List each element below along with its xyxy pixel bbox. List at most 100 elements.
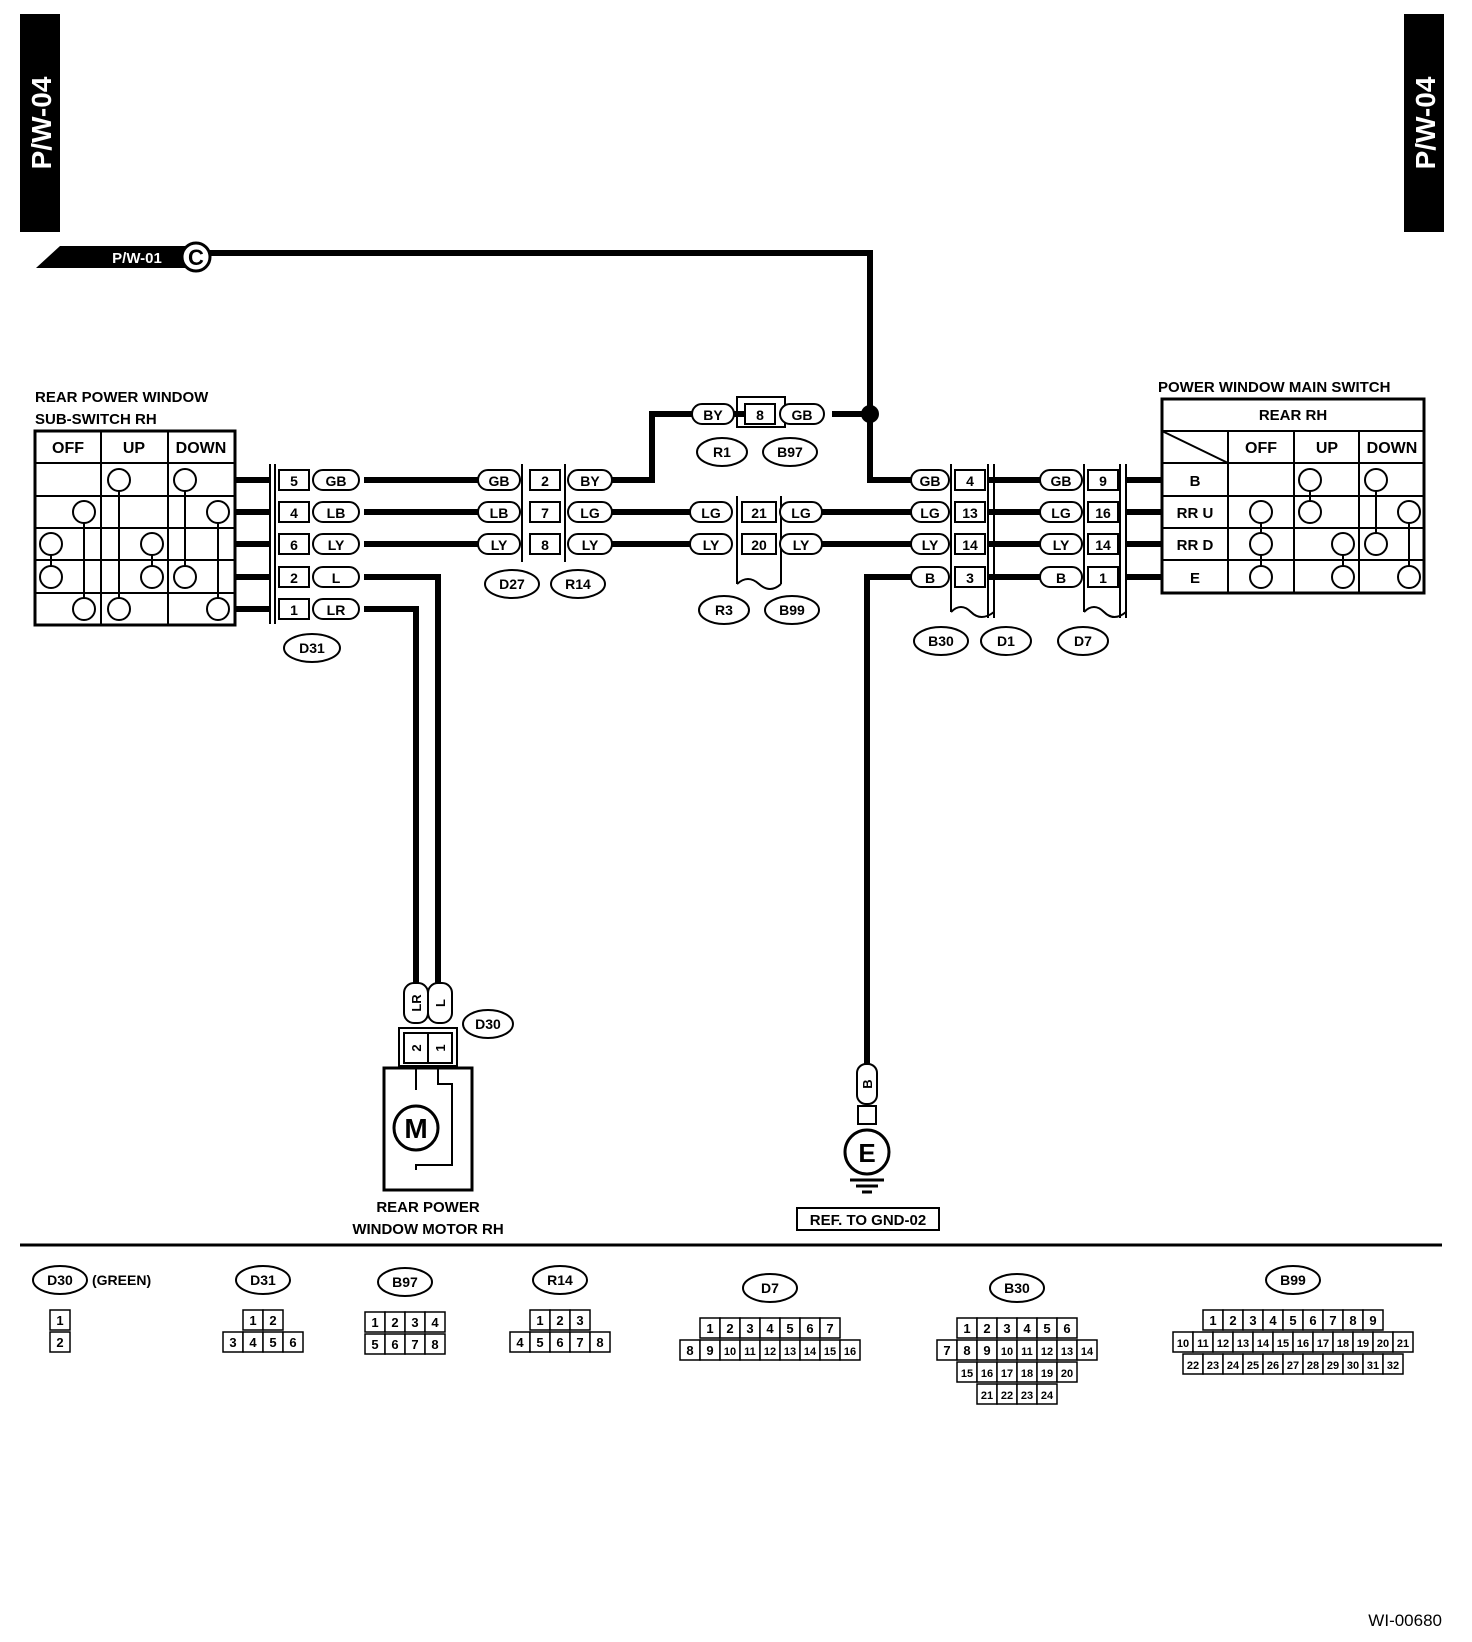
ground-wire: B bbox=[860, 1079, 875, 1088]
connector-view-pin: 3 bbox=[746, 1321, 753, 1336]
connector-view-label-frame bbox=[532, 1265, 588, 1295]
connector-view-pin-cell bbox=[1362, 1309, 1384, 1331]
connector-view-pin: 6 bbox=[806, 1321, 813, 1336]
connector-view-pin: 5 bbox=[269, 1335, 276, 1350]
motor-label-2: WINDOW MOTOR RH bbox=[352, 1221, 503, 1238]
connector-view-pin: 8 bbox=[596, 1335, 603, 1350]
connector-view-pin: 13 bbox=[1237, 1338, 1249, 1350]
connector-view-pin: 30 bbox=[1347, 1360, 1359, 1372]
page-label-left: P/W-04 bbox=[26, 76, 57, 169]
connector-view-pin: 23 bbox=[1207, 1360, 1219, 1372]
connector-view-label: D31 bbox=[250, 1272, 276, 1288]
connector-view-pin: 11 bbox=[744, 1346, 756, 1358]
offpage-connector: P/W-01 C bbox=[36, 241, 212, 273]
connector-view-pin: 32 bbox=[1387, 1360, 1399, 1372]
offpage-letter: C bbox=[188, 245, 204, 270]
connector-view-pin: 4 bbox=[249, 1335, 257, 1350]
sub-switch-rh: REAR POWER WINDOW SUB-SWITCH RH OFF UP D… bbox=[33, 389, 237, 627]
b30-pin: 14 bbox=[962, 537, 978, 553]
connector-view-pin: 2 bbox=[269, 1313, 276, 1328]
motor-symbol: M bbox=[404, 1113, 427, 1144]
connector-view-pin-cell bbox=[819, 1317, 841, 1339]
d7-pin: 1 bbox=[1099, 570, 1107, 586]
connector-view-pin: 15 bbox=[1277, 1338, 1289, 1350]
d27-wire-left: GB bbox=[489, 473, 510, 489]
connector-view-pin: 7 bbox=[576, 1335, 583, 1350]
connector-view-pin-cell bbox=[262, 1309, 284, 1331]
connector-view-pin: 21 bbox=[1397, 1338, 1409, 1350]
connector-view-pin: 12 bbox=[1041, 1346, 1053, 1358]
connector-view-pin: 2 bbox=[983, 1321, 990, 1336]
connector-view-pin: 14 bbox=[1257, 1338, 1270, 1350]
d31-wire: LB bbox=[327, 505, 346, 521]
connector-view-pin: 13 bbox=[1061, 1346, 1073, 1358]
b30-label: B30 bbox=[928, 633, 954, 649]
connector-view-pin: 31 bbox=[1367, 1360, 1379, 1372]
connector-view-pin: 16 bbox=[844, 1346, 856, 1358]
connector-view-pin: 22 bbox=[1001, 1390, 1013, 1402]
main-switch-row-rru: RR U bbox=[1177, 505, 1214, 522]
connector-view-pin: 24 bbox=[1227, 1360, 1240, 1372]
sub-switch-title-1: REAR POWER WINDOW bbox=[35, 389, 209, 406]
connector-view-pin: 15 bbox=[824, 1346, 836, 1358]
connector-view-pin: 6 bbox=[391, 1337, 398, 1352]
connector-view-pin-cell bbox=[839, 1339, 861, 1361]
connector-view-label-frame bbox=[1265, 1265, 1321, 1295]
connector-view-pin: 5 bbox=[371, 1337, 378, 1352]
b30-wire: B bbox=[925, 570, 935, 586]
connector-view-label: B30 bbox=[1004, 1280, 1030, 1296]
connector-view-pin-cell bbox=[49, 1331, 71, 1353]
connector-view-pin: 17 bbox=[1317, 1338, 1329, 1350]
connector-view-pin: 5 bbox=[786, 1321, 793, 1336]
connector-view-pin: 2 bbox=[726, 1321, 733, 1336]
connector-view-pin-cell bbox=[424, 1333, 446, 1355]
r3-wire-left: LY bbox=[703, 537, 720, 553]
connector-view-pin-cell bbox=[424, 1311, 446, 1333]
connector-view-pin: 12 bbox=[764, 1346, 776, 1358]
connector-view-pin: 9 bbox=[1369, 1313, 1376, 1328]
connector-view-pin-cell bbox=[1392, 1331, 1414, 1353]
connector-view-label: B99 bbox=[1280, 1272, 1306, 1288]
connector-view-pin: 7 bbox=[943, 1343, 950, 1358]
connector-view-pin-cell bbox=[589, 1331, 611, 1353]
connector-view-pin: 6 bbox=[1309, 1313, 1316, 1328]
connector-d31: 5 4 6 2 1 GB LB LY L LR D31 bbox=[269, 464, 360, 663]
connector-view-pin: 14 bbox=[1081, 1346, 1094, 1358]
connector-r3-b99: LG LY 21 20 LG LY R3 B99 bbox=[689, 496, 823, 625]
r1-wire-left: BY bbox=[703, 407, 723, 423]
d27-label: D27 bbox=[499, 576, 525, 592]
connector-r1-b97: BY 8 GB R1 B97 bbox=[691, 396, 825, 467]
connector-view-pin: 9 bbox=[706, 1343, 713, 1358]
connector-b30-d1: GB LG LY B 4 13 14 3 B30 D1 bbox=[910, 464, 1032, 656]
d31-pin: 1 bbox=[290, 602, 298, 618]
connector-view-pin-cell bbox=[1056, 1317, 1078, 1339]
connector-view-pin: 15 bbox=[961, 1368, 973, 1380]
d7-wire: LG bbox=[1051, 505, 1071, 521]
connector-view-pin: 11 bbox=[1197, 1338, 1209, 1350]
connector-view-pin: 22 bbox=[1187, 1360, 1199, 1372]
connector-view-pin: 1 bbox=[249, 1313, 256, 1328]
connector-view-pin: 5 bbox=[1289, 1313, 1296, 1328]
connector-view-pin: 2 bbox=[391, 1315, 398, 1330]
connector-view-pin: 8 bbox=[686, 1343, 693, 1358]
connector-view-pin: 8 bbox=[963, 1343, 970, 1358]
connector-view-pin: 2 bbox=[1229, 1313, 1236, 1328]
d7-pin: 16 bbox=[1095, 505, 1111, 521]
connector-view-pin: 1 bbox=[56, 1313, 63, 1328]
connector-view-pin: 6 bbox=[556, 1335, 563, 1350]
connector-view-pin: 19 bbox=[1041, 1368, 1053, 1380]
page-tab-left: P/W-04 bbox=[20, 14, 60, 232]
d27-pin: 2 bbox=[541, 473, 549, 489]
rear-power-window-motor-rh: M REAR POWER WINDOW MOTOR RH bbox=[352, 1066, 504, 1238]
connector-view-pin: 1 bbox=[706, 1321, 713, 1336]
connector-view-pin: 8 bbox=[431, 1337, 438, 1352]
d30-wire: L bbox=[433, 999, 448, 1007]
connector-view-pin: 3 bbox=[1003, 1321, 1010, 1336]
d31-wire: L bbox=[332, 570, 341, 586]
connector-view-pin: 3 bbox=[1249, 1313, 1256, 1328]
connector-view-label: D30 bbox=[47, 1272, 73, 1288]
